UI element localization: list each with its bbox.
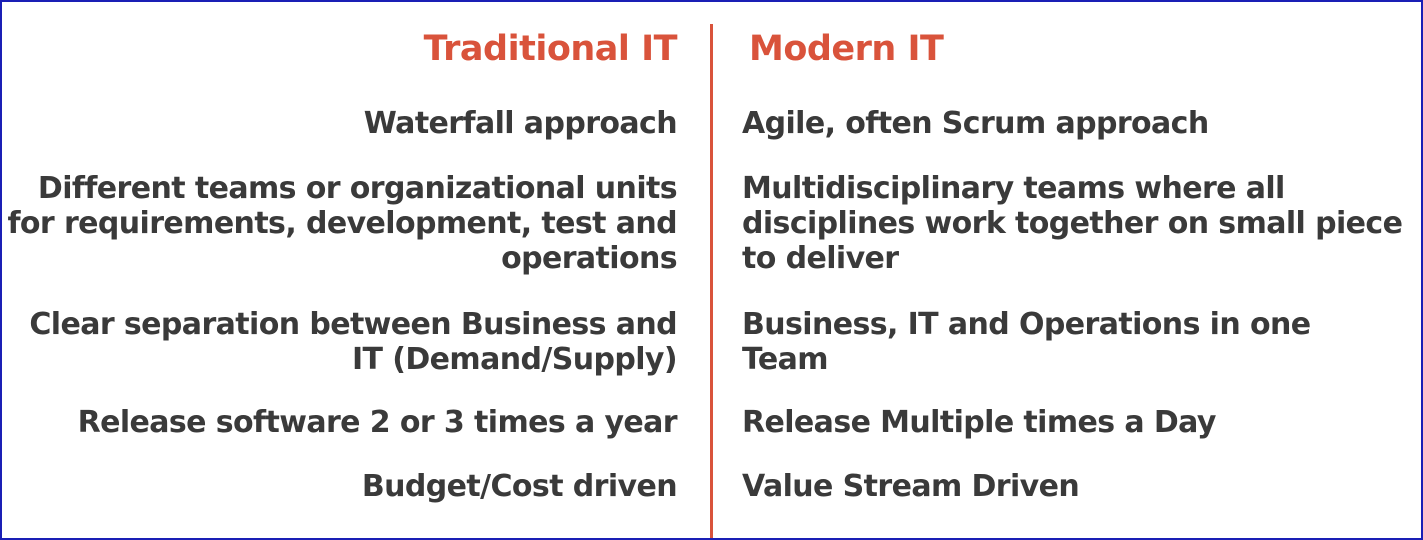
modern-it-heading: Modern IT [749, 29, 944, 69]
traditional-row-1: Waterfall approach [363, 106, 678, 141]
traditional-it-heading: Traditional IT [423, 29, 678, 69]
modern-row-3: Business, IT and Operations in one Team [742, 307, 1311, 377]
traditional-row-3: Clear separation between Business and IT… [29, 307, 677, 377]
modern-row-4: Release Multiple times a Day [742, 405, 1216, 440]
modern-row-5: Value Stream Driven [742, 469, 1080, 504]
modern-row-2: Multidisciplinary teams where all discip… [742, 171, 1403, 276]
traditional-row-5: Budget/Cost driven [361, 469, 678, 504]
traditional-row-2: Different teams or organizational units … [7, 171, 677, 276]
traditional-row-4: Release software 2 or 3 times a year [77, 405, 678, 440]
column-divider [710, 24, 713, 538]
modern-row-1: Agile, often Scrum approach [742, 106, 1209, 141]
